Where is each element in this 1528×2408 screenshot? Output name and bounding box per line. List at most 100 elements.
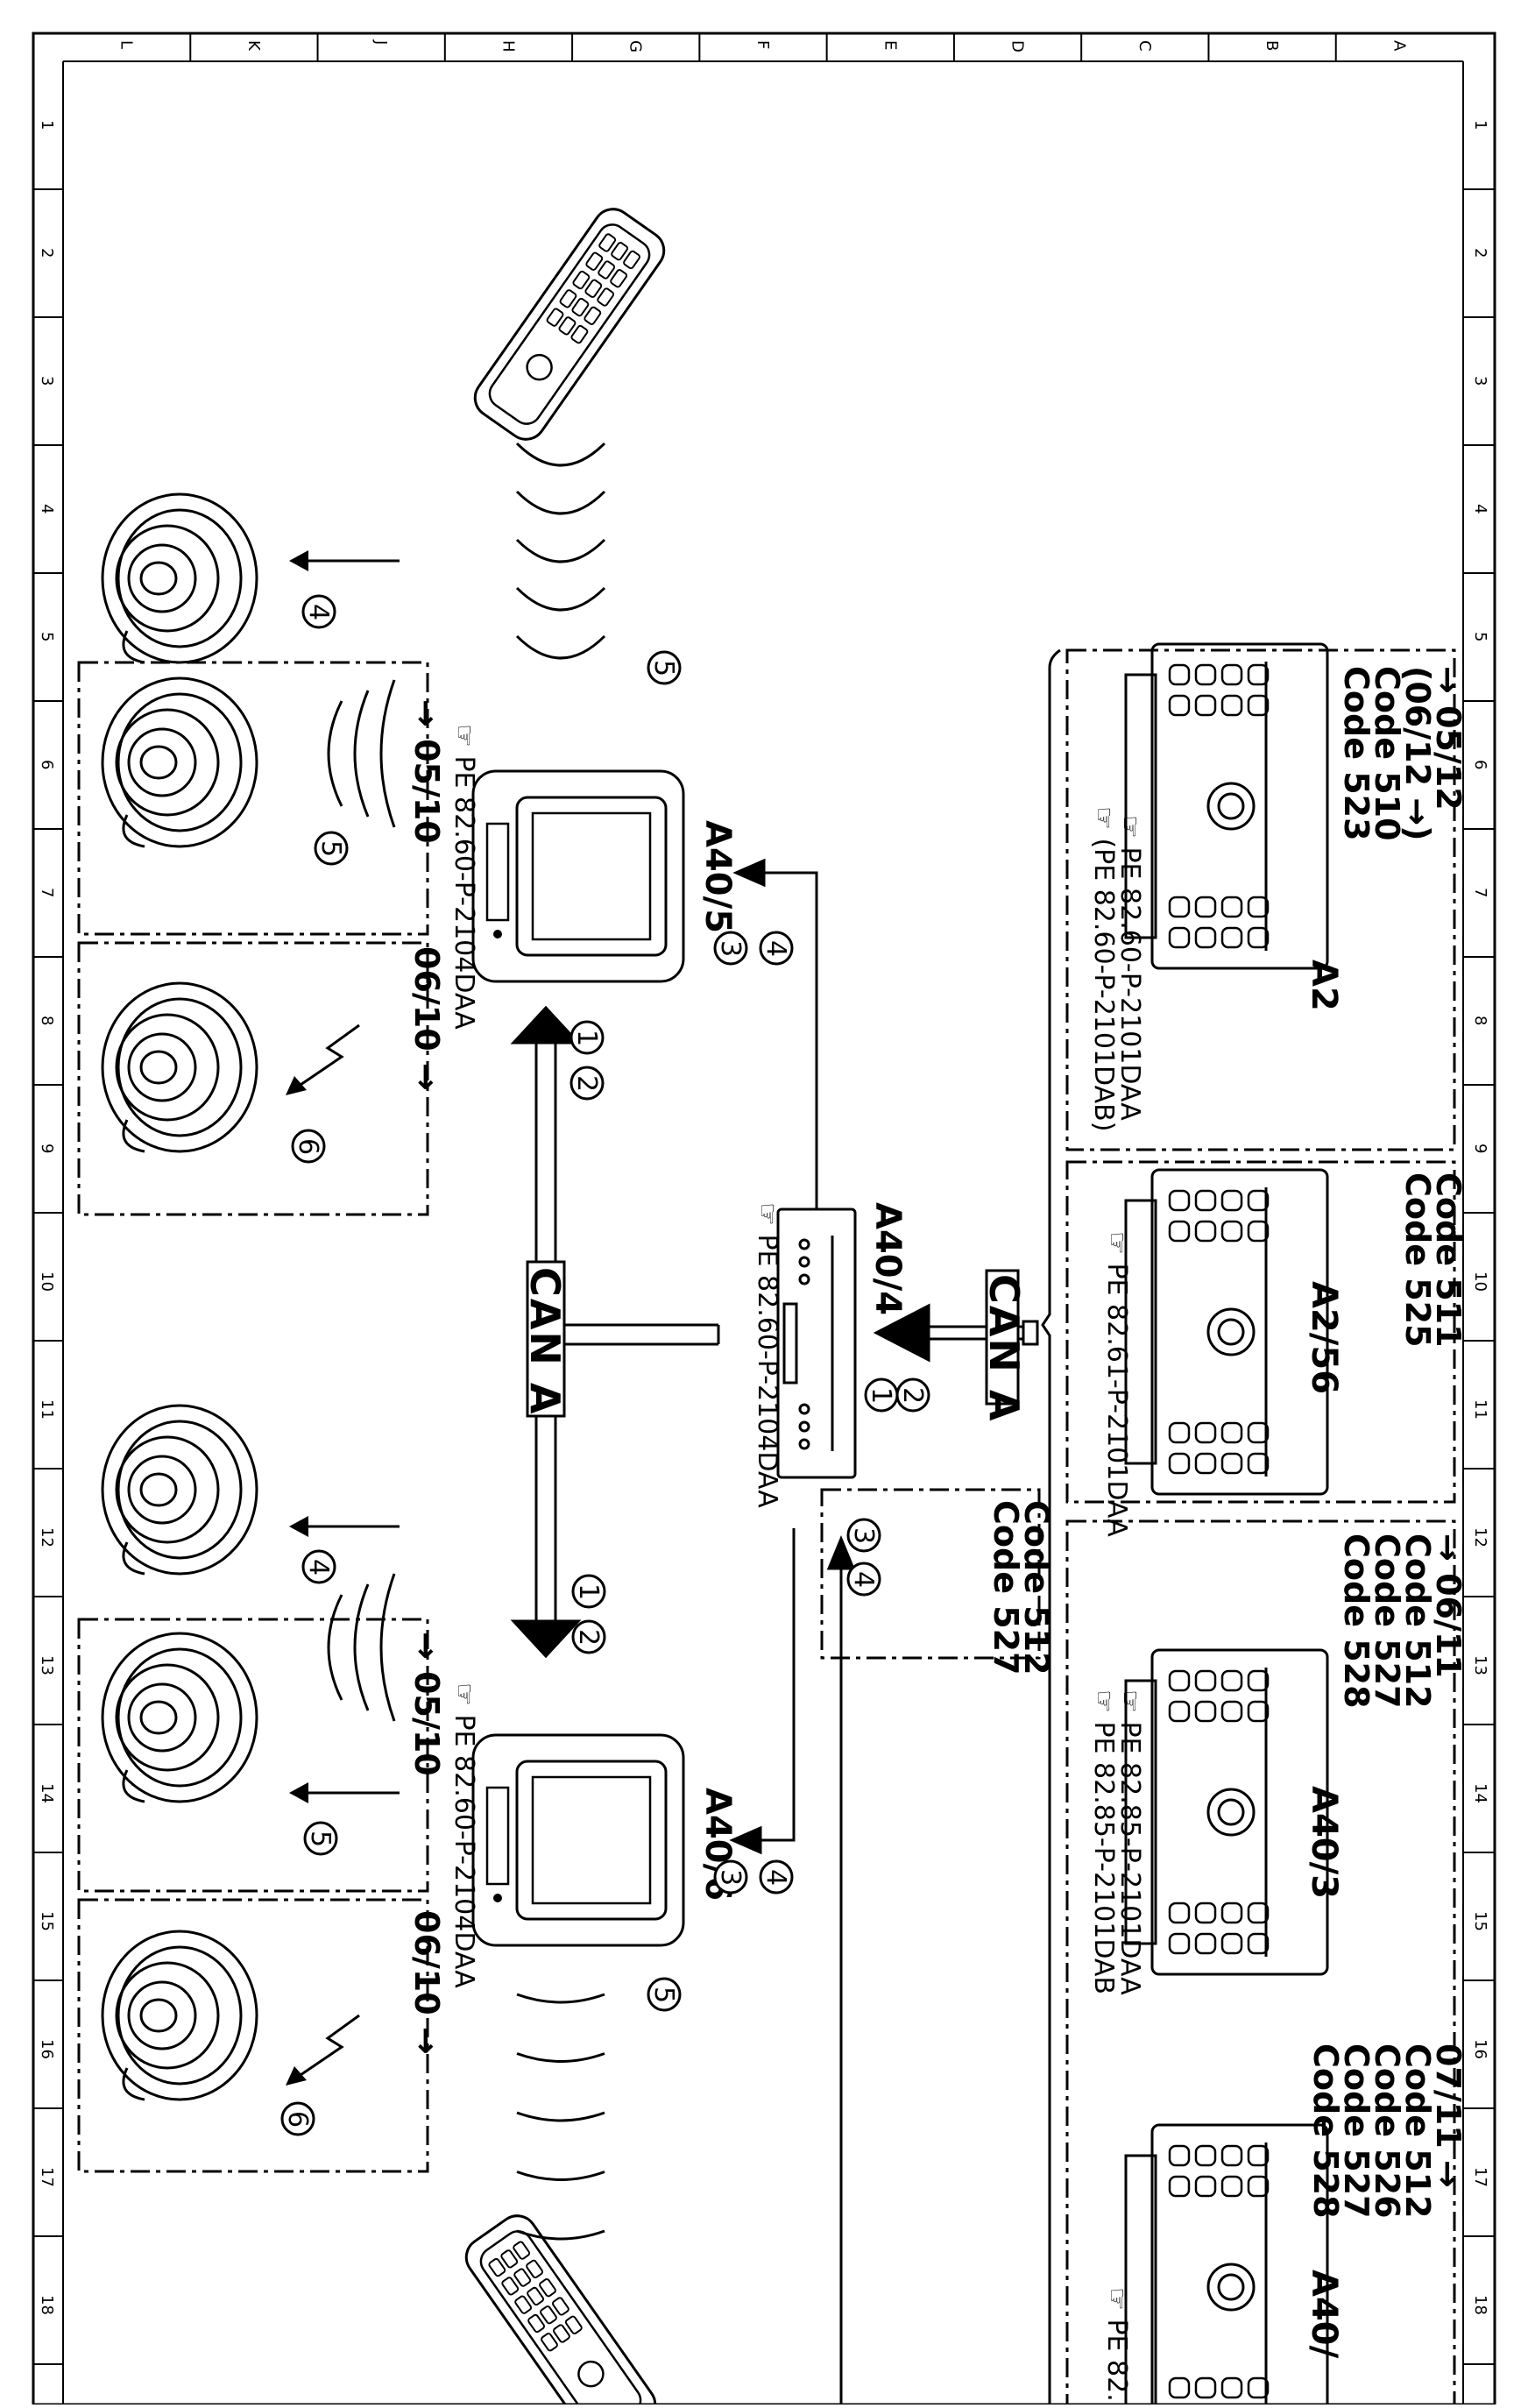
radio-button <box>1194 926 1217 949</box>
radio-button <box>1247 2144 1270 2167</box>
radio-button <box>1247 1189 1270 1212</box>
signal-wave <box>379 679 396 828</box>
radio-button <box>1247 2175 1270 2198</box>
radio-bracket <box>1124 673 1157 939</box>
code-box-line: Code 527 <box>987 1500 1025 1675</box>
step-number: 1 <box>571 1030 602 1046</box>
remote-key <box>500 2249 519 2269</box>
display-screen <box>515 796 668 957</box>
row-number: 10 <box>1471 1271 1489 1292</box>
a2-code-line: → 05/12 <box>1429 666 1468 811</box>
headphones-icon <box>101 1632 258 1803</box>
display-screen-inner <box>531 1775 652 1905</box>
row-number: 3 <box>1471 376 1489 386</box>
display-housing <box>471 1733 685 1947</box>
headphone-box-date: 06/10 → <box>407 946 446 1091</box>
remote-key <box>526 2259 543 2279</box>
remote-controls <box>464 208 666 2408</box>
step-number: 6 <box>293 1138 323 1155</box>
display-buttons <box>485 822 510 922</box>
headphones-cable <box>122 2067 145 2101</box>
headphones-cup <box>115 524 220 633</box>
row-number: 1 <box>1471 120 1489 130</box>
headphones-cup-inner <box>127 1980 197 2050</box>
a40-3-code-line: Code 527 <box>1368 1533 1406 1709</box>
row-number: 4 <box>38 504 56 513</box>
radio-knob-inner <box>1217 1798 1245 1826</box>
radio-button <box>1220 1220 1243 1243</box>
signal-arrowhead <box>289 550 308 571</box>
row-number: 2 <box>38 248 56 258</box>
column-letter: B <box>1263 40 1281 51</box>
radio-a2-56 <box>1124 1168 1329 1496</box>
radio-button <box>1168 1902 1191 1924</box>
step-number: 4 <box>303 1559 334 1576</box>
step-number: 5 <box>648 1987 679 2003</box>
remote-key <box>610 269 628 288</box>
display-a40-5 <box>471 769 685 983</box>
ir-wave <box>516 2111 605 2122</box>
a40-partial-label: A40/ <box>1304 2270 1344 2359</box>
radio-button <box>1220 1189 1243 1212</box>
radio-button <box>1220 1902 1243 1924</box>
can-a-upper-label: CAN A <box>980 1274 1028 1422</box>
radio-button <box>1168 2376 1191 2399</box>
column-letter: J <box>371 39 390 45</box>
step-circle <box>303 1821 338 1856</box>
column-letter: E <box>881 40 899 50</box>
step-number: 4 <box>303 604 334 620</box>
a40-3-label: A40/3 <box>1304 1786 1344 1899</box>
radio-button <box>1194 694 1217 717</box>
remote-key <box>546 308 564 327</box>
row-number: 6 <box>1471 760 1489 769</box>
dvd-changer-ref: ☞ PE 82.60-P-2104DAA <box>752 1202 782 1508</box>
a40-partial-code-line: Code 528 <box>1306 2043 1345 2219</box>
headphones-band <box>101 492 258 664</box>
radio-a2 <box>1124 642 1329 970</box>
radio-button <box>1168 2144 1191 2167</box>
step-marker: 5 <box>303 1821 338 1856</box>
headphones-ear <box>139 1472 178 1507</box>
remote-key <box>488 2257 506 2277</box>
radio-button <box>1220 896 1243 918</box>
ir-wave <box>516 1993 605 2004</box>
step-number: 6 <box>282 2111 313 2128</box>
row-number: 13 <box>1471 1655 1489 1675</box>
headphones-ear <box>139 561 178 596</box>
step-circle <box>647 650 682 685</box>
step-circle <box>569 1020 605 1055</box>
a2-56-ref: ☞ PE 82.61-P-2101DAA <box>1101 1231 1132 1537</box>
a2-label: A2 <box>1304 960 1344 1011</box>
row-number: 9 <box>38 1144 56 1153</box>
signal-wave <box>327 700 343 807</box>
remote-key <box>540 2305 557 2325</box>
can-a-main-label: CAN A <box>521 1267 569 1415</box>
remote-key <box>513 2268 532 2287</box>
radio-button <box>1168 1669 1191 1692</box>
display-screen <box>515 1760 668 1921</box>
row-number: 2 <box>1471 248 1489 258</box>
signal-wave <box>327 1594 343 1701</box>
a40-3-code-line: → 06/11 <box>1429 1533 1468 1678</box>
a2-56-unit: A2/56 Code 511 Code 525 ☞ PE 82.61-P-210… <box>1101 1172 1468 1537</box>
step-marker: 6 <box>291 1129 326 1164</box>
step-number: 2 <box>573 1629 604 1646</box>
a2-unit: A2 → 05/12 (06/12 →) Code 510 Code 523 ☞… <box>1088 666 1468 1131</box>
step-number: 1 <box>573 1583 604 1600</box>
row-number: 6 <box>38 760 56 769</box>
step-number: 2 <box>571 1075 602 1092</box>
ir-wave <box>515 442 606 467</box>
ir-wave <box>516 2052 605 2063</box>
row-number: 9 <box>1471 1144 1489 1153</box>
a2-56-label: A2/56 <box>1304 1281 1344 1394</box>
step-marker: 2 <box>571 1619 606 1654</box>
radio-body <box>1150 2123 1329 2408</box>
headphones-icon <box>101 492 258 664</box>
row-number: 13 <box>38 1655 56 1675</box>
column-letter: L <box>117 40 136 49</box>
row-number: 7 <box>38 888 56 897</box>
headphones-icon <box>101 676 258 848</box>
